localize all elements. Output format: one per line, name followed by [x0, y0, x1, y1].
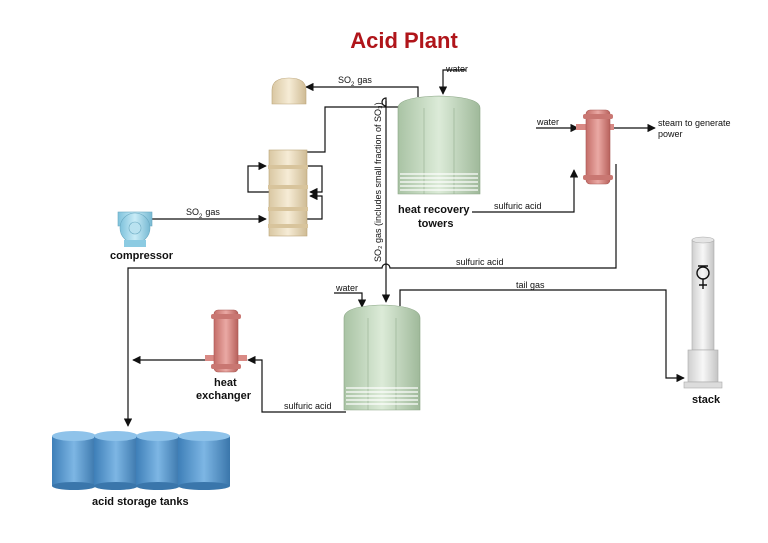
acid-label-recovery: sulfuric acid	[494, 201, 542, 211]
absorber-tower-icon	[343, 304, 421, 411]
top-cylinder-icon	[271, 77, 307, 105]
stack-label: stack	[692, 394, 721, 406]
acid-label-bottom: sulfuric acid	[284, 401, 332, 411]
water-label-right: water	[536, 117, 559, 127]
tail-gas-label: tail gas	[516, 280, 545, 290]
heat-exchanger-label-line1: heat	[214, 377, 237, 389]
steam-label-line2: power	[658, 129, 683, 139]
heat-exchanger-label-line2: exchanger	[196, 390, 252, 402]
acid-flow-recovery	[472, 169, 579, 213]
heat-recovery-label-line1: heat recovery	[398, 204, 470, 216]
acid-storage-tanks-icon	[52, 431, 230, 490]
water-flow-top	[438, 69, 466, 95]
stack-icon	[683, 236, 723, 389]
so2-to-top-cylinder	[305, 82, 419, 97]
diagram-title: Acid Plant	[350, 28, 458, 53]
steam-label-line1: steam to generate	[658, 118, 731, 128]
converter-icon	[268, 149, 308, 237]
heat-exchanger-right-icon	[576, 109, 614, 185]
so2-label-vertical: SO₂ gas (includes small fraction of SO₃)	[373, 102, 383, 262]
heat-exchanger-left-icon	[205, 309, 247, 373]
converter-loop-right-upper	[306, 165, 323, 197]
storage-label: acid storage tanks	[92, 496, 189, 508]
acid-label-tanks: sulfuric acid	[456, 257, 504, 267]
heat-recovery-tower-icon	[397, 95, 481, 195]
converter-loop-left	[247, 161, 270, 193]
compressor-label: compressor	[110, 250, 174, 262]
gas-to-recovery	[306, 102, 409, 153]
acid-flow-to-tanks	[123, 164, 617, 427]
water-label-top: water	[445, 64, 468, 74]
water-flow-bottom	[334, 292, 367, 308]
crossover-bump	[381, 97, 387, 107]
converter-loop-right-lower	[306, 191, 323, 220]
water-label-bottom: water	[335, 283, 358, 293]
tail-gas-flow	[399, 289, 685, 383]
compressor-icon	[117, 211, 153, 247]
heat-recovery-label-line2: towers	[418, 218, 453, 230]
acid-flow-bottom	[247, 355, 346, 413]
